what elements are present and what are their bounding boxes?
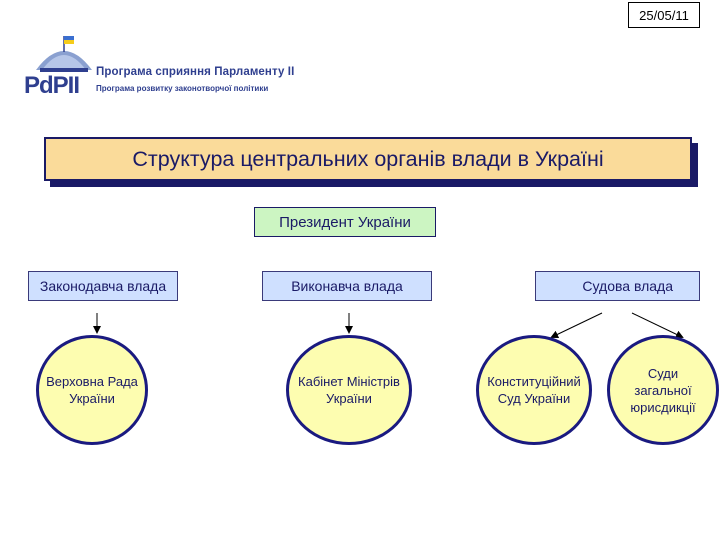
- arrow-general-courts: [631, 312, 684, 339]
- legislative-branch-node: Законодавча влада: [28, 271, 178, 301]
- diagram-title: Структура центральних органів влади в Ук…: [44, 137, 692, 181]
- date-label: 25/05/11: [628, 2, 700, 28]
- program-subtitle: Програма розвитку законотворчої політики: [96, 84, 269, 93]
- parliament-dome-logo-icon: [36, 36, 92, 72]
- program-title: Програма сприяння Парламенту II: [96, 66, 295, 78]
- logo-mark: PdPII: [24, 72, 80, 99]
- judicial-branch-node: Судова влада: [535, 271, 700, 301]
- logo: [22, 30, 312, 110]
- executive-branch-node: Виконавча влада: [262, 271, 432, 301]
- president-node: Президент України: [254, 207, 436, 237]
- arrow-constitutional-court: [550, 312, 603, 339]
